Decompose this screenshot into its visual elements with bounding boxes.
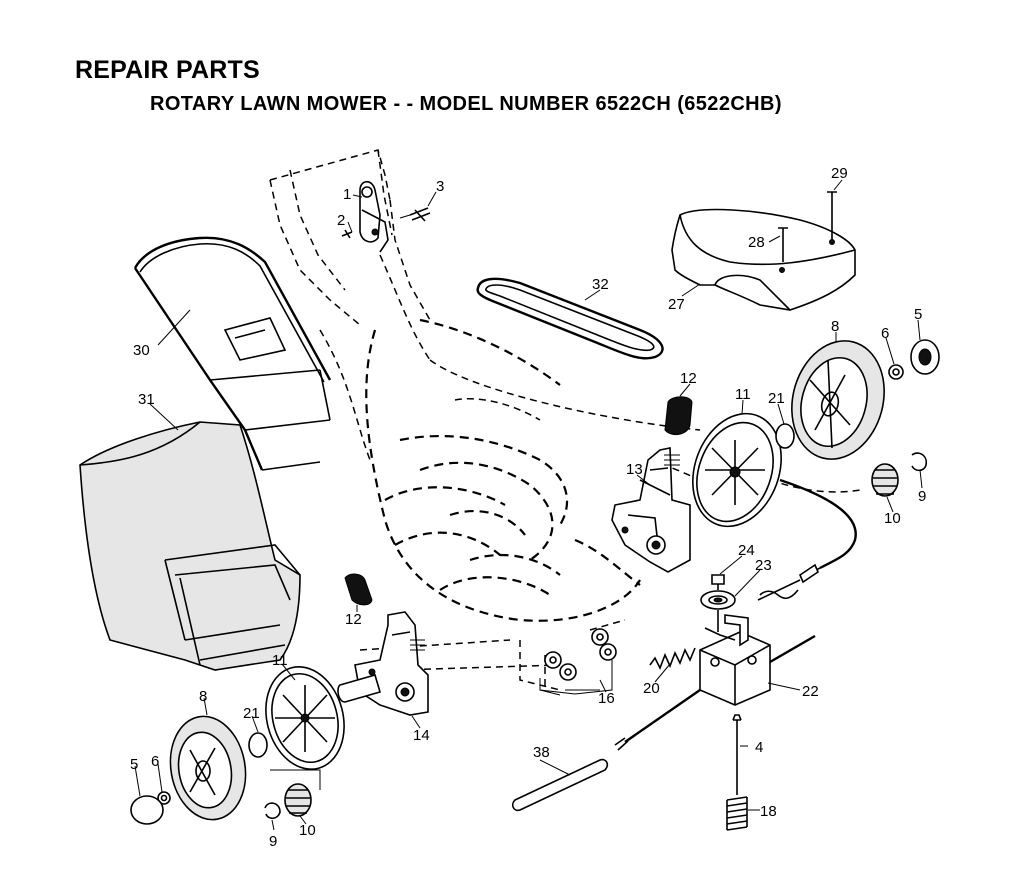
phantom-handle-outline [269, 149, 431, 326]
callout-31: 31 [138, 391, 155, 408]
callout-27: 27 [668, 296, 685, 313]
callout-14: 14 [413, 727, 430, 744]
page-subtitle: ROTARY LAWN MOWER - - MODEL NUMBER 6522C… [150, 93, 782, 115]
part-drive-shaft-38 [512, 758, 608, 812]
part-adjuster-cover-lower [344, 573, 373, 606]
part-transmission [614, 631, 816, 751]
part-rear-cover [671, 191, 856, 311]
callout-28: 28 [748, 234, 765, 251]
callout-6-right: 6 [881, 325, 889, 342]
phantom-deck-outline [319, 318, 641, 622]
part-handle-knob [341, 180, 431, 253]
callout-9-left: 9 [269, 833, 277, 850]
page-title: REPAIR PARTS [75, 56, 260, 84]
callout-29: 29 [831, 165, 848, 182]
part-shift-bracket [704, 614, 749, 647]
callout-11-right: 11 [735, 386, 751, 403]
part-right-wheel [791, 340, 885, 460]
part-left-hubcap-11 [265, 666, 345, 770]
callout-6-left: 6 [151, 753, 159, 770]
part-control-cable [757, 478, 857, 601]
part-pulley [700, 574, 736, 632]
part-spring-20 [649, 647, 696, 670]
callout-13: 13 [626, 461, 643, 478]
part-right-washer-21 [775, 423, 795, 449]
callout-23: 23 [755, 557, 772, 574]
leader-lines [134, 179, 923, 831]
callout-5-left: 5 [130, 756, 138, 773]
callout-12-lower: 12 [345, 611, 362, 628]
callout-21-left: 21 [243, 705, 260, 722]
callout-21-right: 21 [768, 390, 785, 407]
part-right-hubcap-11 [692, 412, 782, 528]
part-left-wheel [169, 715, 247, 821]
part-bag-frame [133, 236, 332, 471]
part-left-axle [337, 674, 381, 703]
callout-18: 18 [760, 803, 777, 820]
callout-11-left: 11 [272, 652, 288, 669]
callout-10-left: 10 [299, 822, 316, 839]
callout-16: 16 [598, 690, 615, 707]
part-adjuster-cover-upper [664, 396, 693, 436]
part-spring-18 [726, 796, 748, 831]
callout-22: 22 [802, 683, 819, 700]
part-height-adjuster-left [354, 611, 429, 716]
part-drive-belt [476, 277, 664, 360]
part-height-adjuster-right [611, 447, 691, 573]
callout-numbers: 1 2 3 29 28 27 32 30 31 8 6 5 12 11 21 1… [130, 165, 926, 850]
callout-20: 20 [643, 680, 660, 697]
callout-38: 38 [533, 744, 550, 761]
callout-2: 2 [337, 212, 345, 229]
callout-3: 3 [436, 178, 444, 195]
part-bolt-4 [732, 714, 742, 795]
callout-8-right: 8 [831, 318, 839, 335]
callout-5-right: 5 [914, 306, 922, 323]
part-right-pinion [871, 452, 928, 497]
callout-1: 1 [343, 186, 351, 203]
callout-12-upper: 12 [680, 370, 697, 387]
callout-24: 24 [738, 542, 755, 559]
part-left-washer-21 [248, 732, 268, 758]
part-right-washer-cap [888, 339, 940, 380]
callout-32: 32 [592, 276, 609, 293]
callout-9-right: 9 [918, 488, 926, 505]
connection-lines [270, 254, 861, 790]
callout-10-right: 10 [884, 510, 901, 527]
part-left-pinion [264, 783, 312, 820]
part-grass-bag [79, 421, 301, 671]
callout-8-left: 8 [199, 688, 207, 705]
part-nuts-16 [539, 628, 617, 695]
callout-4: 4 [755, 739, 763, 756]
part-left-washer-cap [130, 791, 171, 825]
callout-30: 30 [133, 342, 150, 359]
